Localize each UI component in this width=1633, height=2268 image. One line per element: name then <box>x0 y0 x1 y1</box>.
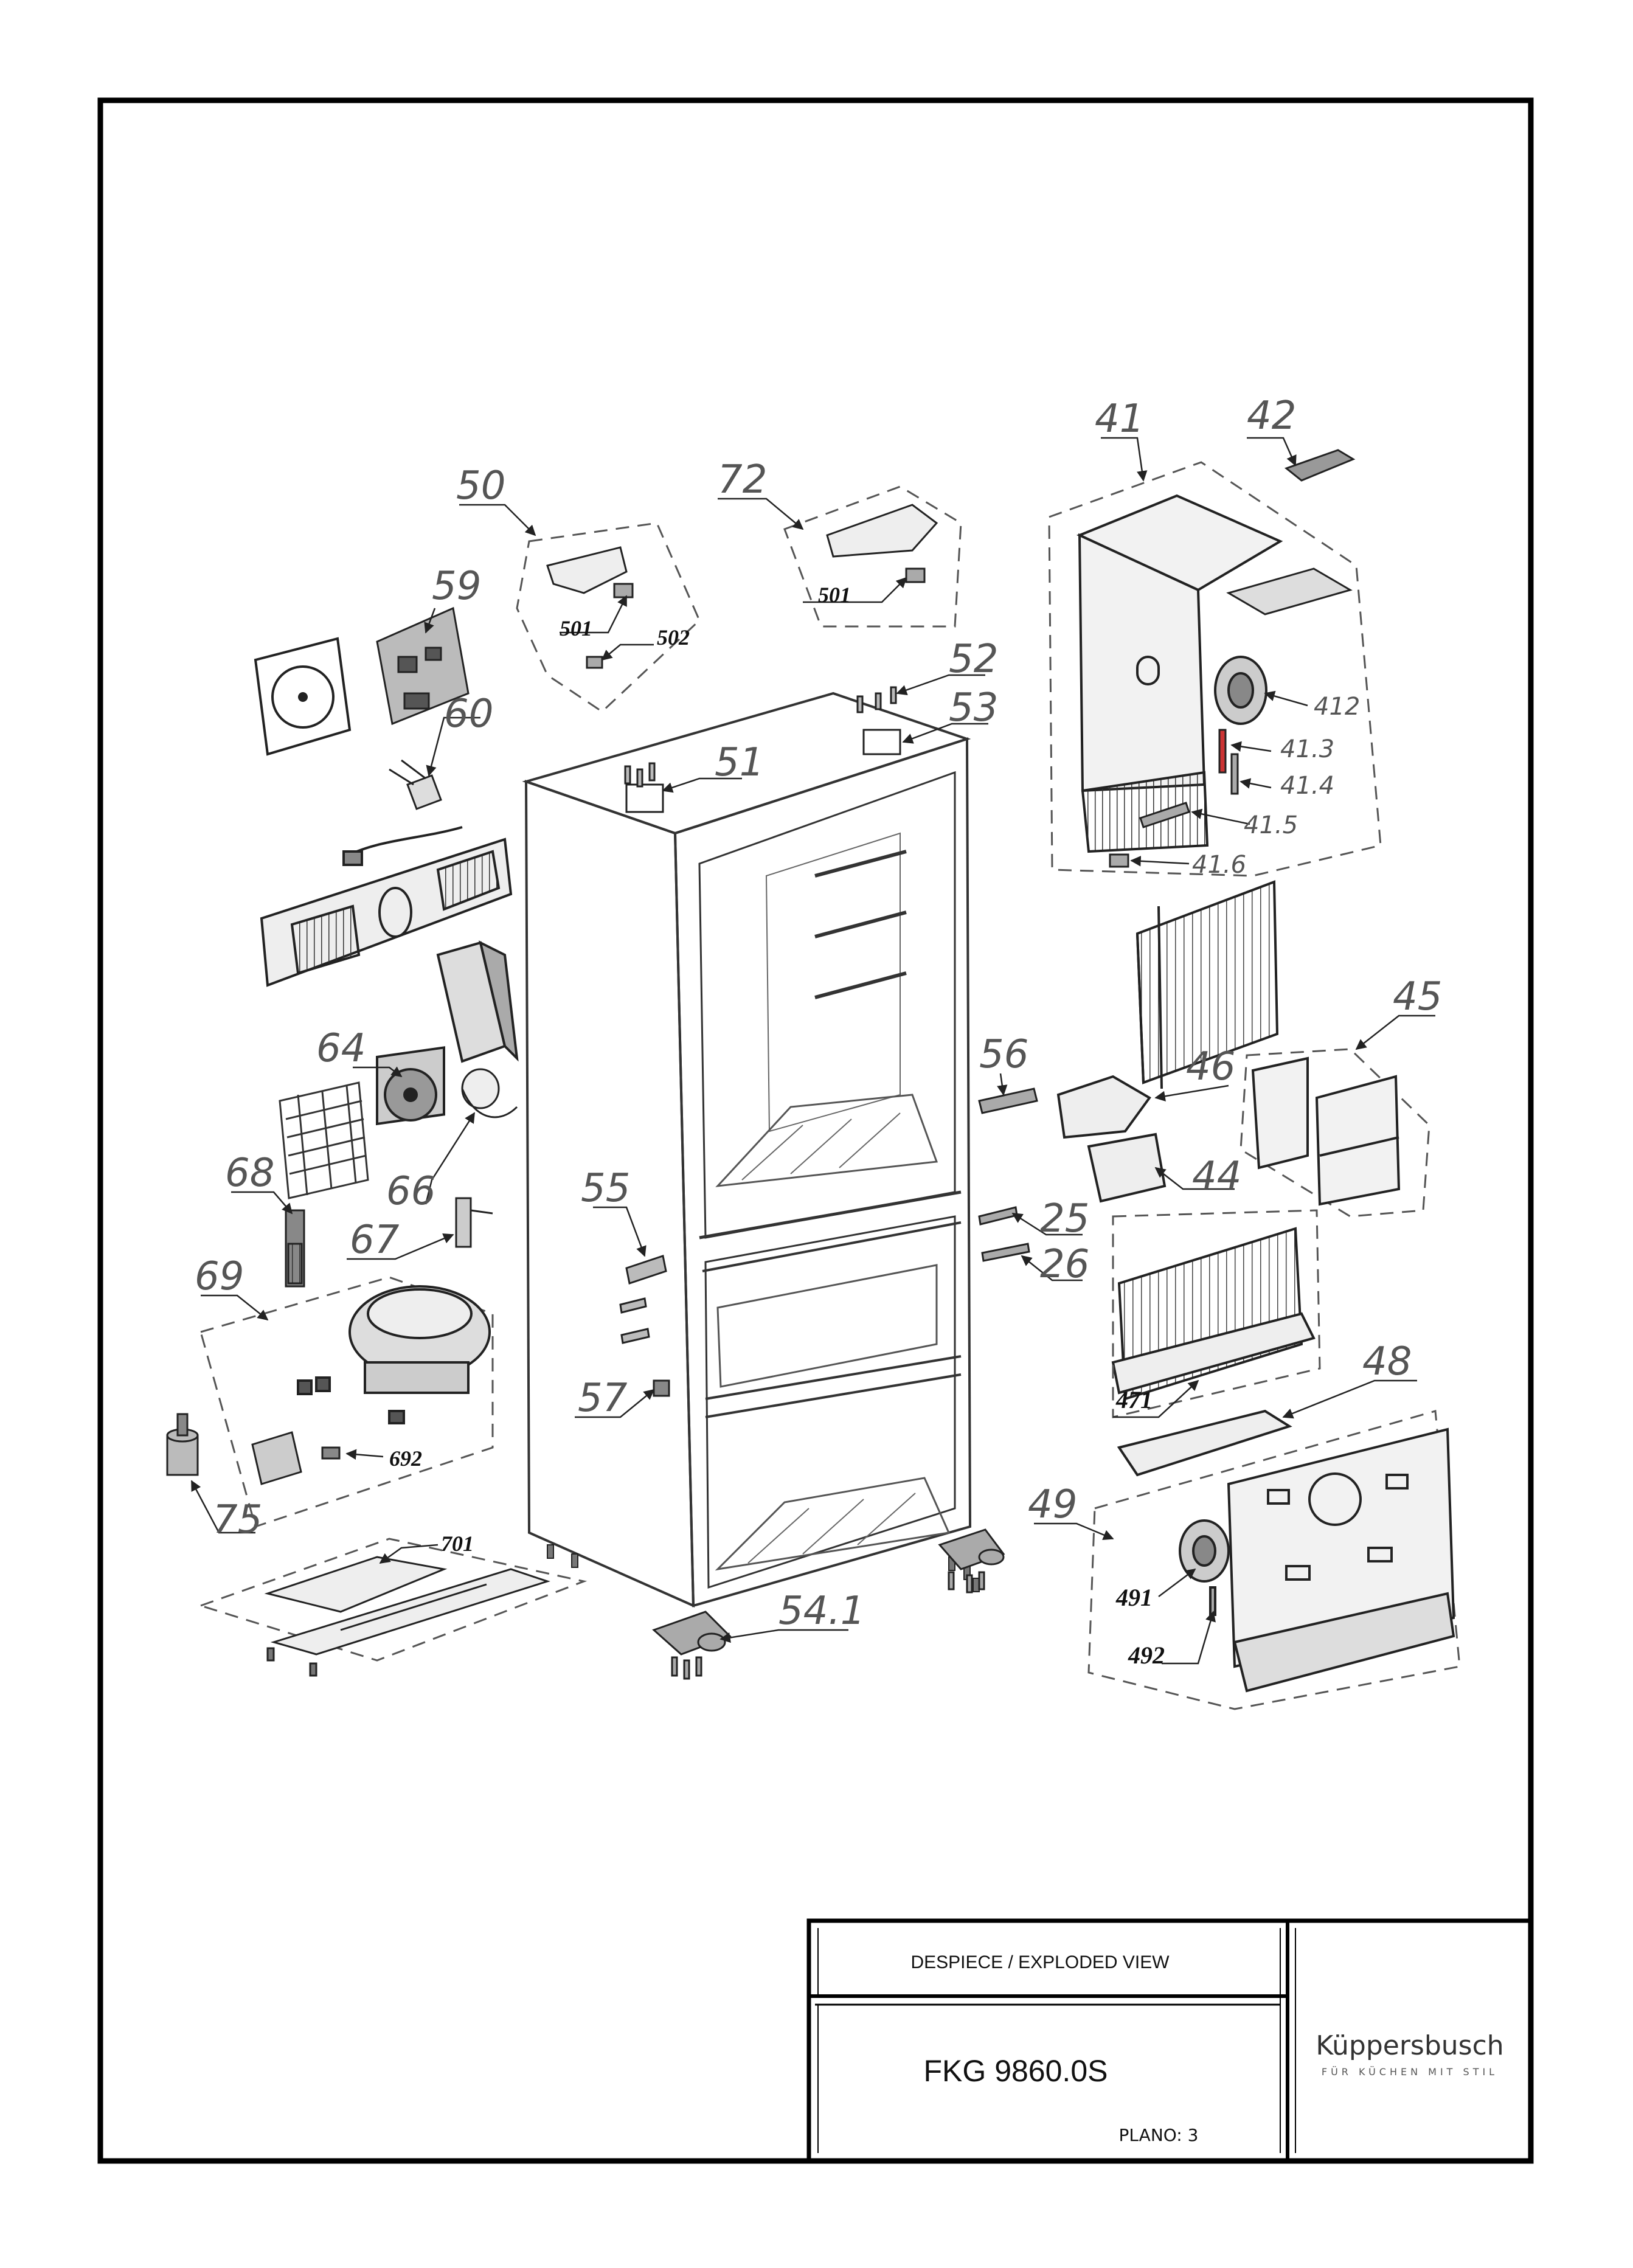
grommet-75 <box>166 1413 199 1476</box>
label-67: 67 <box>350 1218 400 1263</box>
evaporator-upper <box>1135 880 1279 1089</box>
cover-panel <box>1226 567 1353 616</box>
label-59: 59 <box>432 564 481 609</box>
label-492: 492 <box>1128 1642 1165 1669</box>
relay-part-60 <box>389 759 442 810</box>
label-69: 69 <box>195 1254 244 1299</box>
group-72-outline <box>783 485 962 628</box>
label-55: 55 <box>581 1166 630 1211</box>
evaporator-cover-41 <box>1076 494 1283 853</box>
label-56: 56 <box>979 1032 1028 1077</box>
leader-lines <box>190 437 1435 1665</box>
front-foot-right <box>938 1528 1005 1593</box>
drier-part-67 <box>455 1197 493 1248</box>
part-labels: 41 42 412 41.3 41.4 41.5 41.6 45 46 44 5… <box>195 394 1442 1669</box>
label-48: 48 <box>1362 1339 1412 1384</box>
label-41-3: 41.3 <box>1280 735 1334 763</box>
evaporator-lower-471 <box>1111 1227 1316 1401</box>
cover-part-72 <box>826 504 938 583</box>
cover-part-50 <box>546 546 634 669</box>
rear-panel-49 <box>1227 1427 1455 1693</box>
box-part-44 <box>1087 1132 1167 1203</box>
label-41-4: 41.4 <box>1280 772 1334 800</box>
condenser-coil <box>279 1081 369 1199</box>
model-number: FKG 9860.0S <box>924 2054 1108 2088</box>
group-50-outline <box>516 522 701 713</box>
top-screws-52 <box>856 686 897 713</box>
front-foot-left <box>652 1611 732 1680</box>
control-board <box>376 606 470 726</box>
tray-part-48 <box>1117 1409 1292 1477</box>
duct-part-45 <box>1251 1056 1401 1206</box>
compressor-69 <box>297 1285 491 1424</box>
fan-motor-491 <box>1179 1519 1230 1616</box>
bracket-42 <box>1284 449 1356 482</box>
label-50: 50 <box>456 463 505 508</box>
cabinet-body <box>522 692 972 1608</box>
label-471: 471 <box>1115 1386 1153 1413</box>
brand-logo-text: Küppersbusch <box>1316 2030 1503 2061</box>
base-tray <box>264 1556 550 1677</box>
drawer-part-46 <box>1056 1075 1151 1139</box>
capacitor-part-66 <box>461 1068 518 1118</box>
switch-part-57 <box>653 1379 670 1397</box>
filter-drier-68 <box>285 1209 305 1288</box>
label-68: 68 <box>225 1151 274 1196</box>
label-49: 49 <box>1028 1482 1077 1527</box>
fan-motor-412 <box>1214 656 1267 725</box>
group-49-outline <box>1087 1410 1461 1710</box>
label-45: 45 <box>1393 974 1442 1019</box>
label-25: 25 <box>1040 1196 1089 1241</box>
label-41: 41 <box>1095 397 1144 442</box>
label-502: 502 <box>657 625 690 650</box>
label-26: 26 <box>1040 1242 1089 1287</box>
label-701: 701 <box>441 1531 474 1556</box>
label-412: 412 <box>1314 693 1360 721</box>
label-501-a: 501 <box>560 616 592 640</box>
hinge-part-55 <box>619 1255 667 1344</box>
group-47-outline <box>1112 1209 1321 1418</box>
label-42: 42 <box>1247 394 1296 439</box>
label-491: 491 <box>1115 1584 1153 1611</box>
label-75: 75 <box>213 1497 262 1542</box>
condenser-fan <box>376 1046 445 1126</box>
sheet-number: PLANO: 3 <box>1119 2125 1199 2145</box>
top-hinge-51 <box>624 762 656 788</box>
base-tray-outline <box>198 1538 588 1662</box>
label-57: 57 <box>578 1376 628 1421</box>
label-54-1: 54.1 <box>778 1589 865 1634</box>
label-51: 51 <box>715 740 764 785</box>
label-72: 72 <box>718 457 767 502</box>
label-60: 60 <box>444 692 493 737</box>
label-66: 66 <box>386 1169 435 1214</box>
brand-tagline: FÜR KÜCHEN MIT STIL <box>1322 2066 1498 2078</box>
label-44: 44 <box>1192 1154 1241 1199</box>
fan-housing <box>436 940 519 1063</box>
label-41-5: 41.5 <box>1244 811 1298 839</box>
label-41-6: 41.6 <box>1192 851 1246 879</box>
rear-vent-cover <box>260 837 513 987</box>
sensor-parts-41-3-41-6 <box>1109 729 1239 868</box>
title-heading: DESPIECE / EXPLODED VIEW <box>910 1952 1170 1972</box>
label-692: 692 <box>389 1446 422 1471</box>
label-64: 64 <box>316 1026 366 1071</box>
compressor-group-outline <box>199 1276 494 1528</box>
label-46: 46 <box>1186 1044 1235 1089</box>
title-block: DESPIECE / EXPLODED VIEW FKG 9860.0S PLA… <box>806 1918 1533 2163</box>
power-cord <box>342 826 463 866</box>
control-cover-plate <box>254 637 352 756</box>
cabinet-feet <box>547 1544 980 1592</box>
label-501-b: 501 <box>818 583 851 607</box>
relay-box-692 <box>251 1431 341 1485</box>
label-52: 52 <box>949 637 998 682</box>
label-53: 53 <box>949 685 998 730</box>
group-41-outline <box>1048 461 1382 877</box>
brackets-56-25-26 <box>978 1087 1038 1262</box>
